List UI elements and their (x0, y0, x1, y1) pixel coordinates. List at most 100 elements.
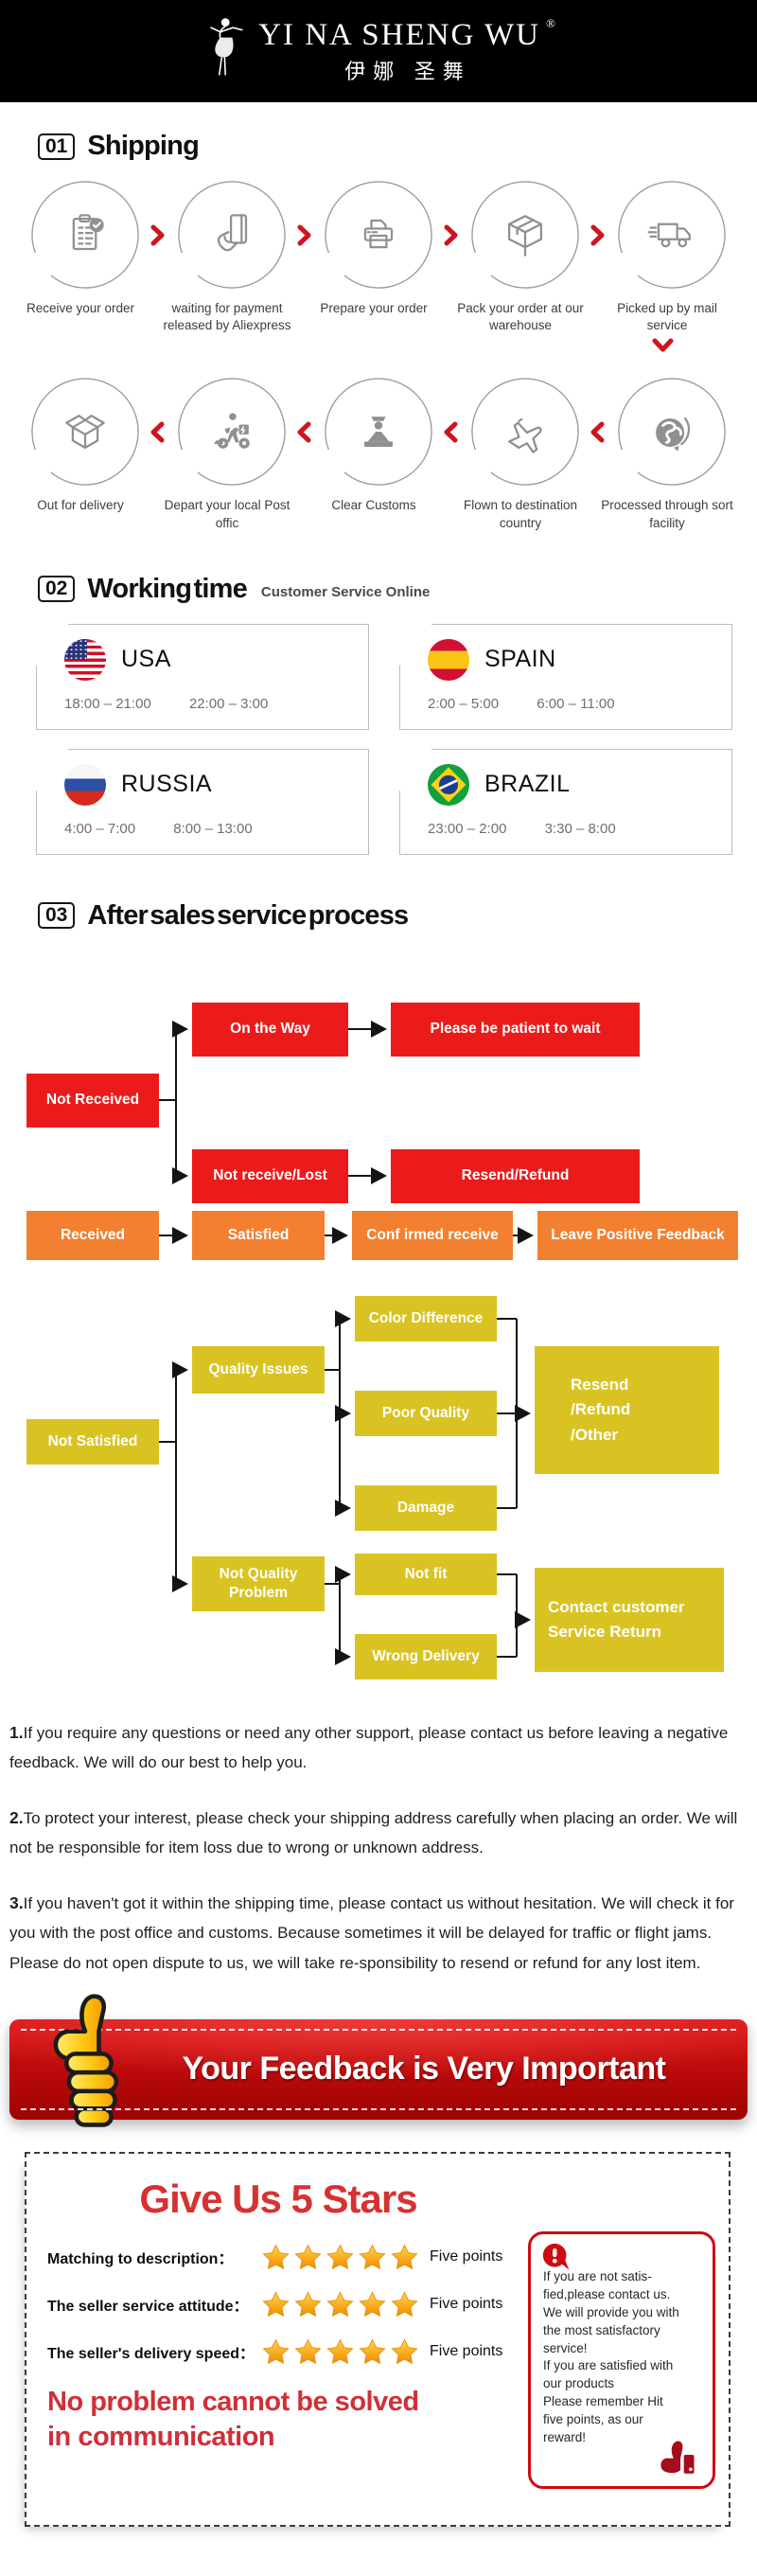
chevron-left-icon (297, 421, 314, 448)
hours-range-1: 4:00 – 7:00 (64, 820, 136, 837)
worktime-card-spain: SPAIN 2:00 – 5:00 6:00 – 11:00 (399, 623, 732, 730)
flow-box-wrong-delivery: Wrong Delivery (355, 1633, 497, 1679)
usa-flag-icon (64, 638, 106, 681)
country-name: SPAIN (484, 646, 556, 673)
section-title: Shipping (87, 131, 199, 161)
worktime-card-brazil: BRAZIL 23:00 – 2:00 3:30 – 8:00 (399, 748, 732, 855)
service-hours: 23:00 – 2:00 3:30 – 8:00 (428, 821, 732, 837)
section-number-badge: 02 (38, 576, 76, 603)
step-label: Receive your order (26, 301, 135, 315)
five-points-label: Five points (430, 2248, 503, 2265)
section-number-badge: 01 (38, 133, 76, 160)
step-label: Processed through sort facility (601, 498, 733, 530)
feedback-banner: Your Feedback is Very Important (9, 1994, 748, 2127)
step-circle (616, 376, 728, 488)
flow-box-on-the-way: On the Way (192, 1002, 348, 1057)
shipping-steps-row-2: Out for delivery (0, 376, 757, 531)
hours-range-1: 18:00 – 21:00 (64, 695, 151, 712)
shipping-step: Out for delivery (23, 376, 148, 514)
shipping-step: Receive your order (23, 179, 148, 317)
shipping-step: Flown to destination country (463, 376, 588, 531)
step-label: Clear Customs (331, 498, 416, 513)
card-payment-icon (217, 214, 248, 252)
rating-row-delivery: The seller's delivery speed： Five points (47, 2337, 509, 2367)
star-icon (358, 2243, 387, 2272)
flow-box-patient: Please be patient to wait (391, 1002, 640, 1057)
after-sales-flowchart: On the Way Please be patient to wait Not… (0, 988, 757, 1691)
package-box-icon (508, 215, 542, 257)
communication-slogan: No problem cannot be solved in communica… (47, 2386, 419, 2453)
flow-box-not-receive-lost: Not receive/Lost (192, 1148, 348, 1203)
note-2: 2.To protect your interest, please check… (9, 1803, 746, 1863)
note-3: 3.If you haven't got it within the shipp… (9, 1888, 746, 1978)
hours-range-2: 3:30 – 8:00 (544, 820, 616, 837)
flow-box-satisfied: Satisfied (192, 1210, 325, 1260)
thumbs-up-dark-icon (660, 2441, 695, 2474)
note-text: If you require any questions or need any… (9, 1723, 729, 1772)
country-name: USA (121, 646, 171, 673)
bottom-spacer (0, 2527, 757, 2546)
chevron-left-icon (150, 421, 167, 448)
star-icon (293, 2290, 323, 2319)
step-circle (176, 376, 288, 488)
shipping-step: Processed through sort facility (601, 376, 734, 531)
rating-row-description: Matching to description： Five points (47, 2243, 509, 2272)
hours-range-1: 2:00 – 5:00 (428, 695, 500, 712)
step-label: Prepare your order (320, 301, 428, 315)
note-number: 1. (9, 1722, 24, 1742)
service-hours: 18:00 – 21:00 22:00 – 3:00 (64, 696, 369, 712)
chevron-right-icon (444, 224, 461, 251)
chevron-left-icon (590, 421, 607, 448)
flow-box-confirmed-receive: Conf irmed receive (352, 1210, 513, 1260)
flow-box-resend-refund: Resend/Refund (391, 1148, 640, 1203)
globe-icon (656, 417, 691, 453)
flow-box-poor-quality: Poor Quality (355, 1390, 497, 1436)
customs-officer-icon (364, 417, 393, 448)
section-subtitle: Customer Service Online (260, 583, 431, 600)
brand-text: YI NA SHENG WU ® 伊娜 圣舞 (258, 15, 557, 85)
printer-icon (363, 219, 394, 249)
star-icon (326, 2290, 355, 2319)
step-label: Depart your local Post offic (164, 498, 290, 530)
worktime-cards: USA 18:00 – 21:00 22:00 – 3:00 SPAIN 2:0… (36, 623, 757, 855)
shipping-step: waiting for payment released by Aliexpre… (163, 179, 294, 334)
flow-box-contact-customer: Contact customer Service Return (535, 1567, 724, 1672)
worktime-card-russia: RUSSIA 4:00 – 7:00 8:00 – 13:00 (36, 748, 369, 855)
step-circle (323, 179, 434, 291)
flow-box-resend-other: Resend /Refund /Other (535, 1345, 719, 1474)
country-name: RUSSIA (121, 771, 213, 798)
flow-box-not-fit: Not fit (355, 1553, 497, 1595)
registered-trademark: ® (545, 15, 557, 30)
delivery-truck-icon (647, 222, 691, 248)
shipping-steps-row-1: Receive your order waiting for payment r… (0, 179, 757, 334)
section-title: Working time (87, 573, 247, 604)
step-circle (323, 376, 434, 488)
star-icon (261, 2337, 290, 2367)
courier-scooter-icon (214, 413, 250, 450)
star-icon (390, 2243, 419, 2272)
shipping-step: Prepare your order (316, 179, 441, 317)
star-icon (390, 2337, 419, 2367)
clipboard-check-icon (72, 214, 104, 251)
working-time-section: 02 Working time Customer Service Online … (0, 574, 757, 855)
shipping-section: 01 Shipping Receive your order (0, 131, 757, 532)
five-points-label: Five points (430, 2343, 503, 2360)
star-icon (261, 2290, 290, 2319)
step-label: Picked up by mail service (617, 301, 717, 333)
step-circle (469, 179, 581, 291)
stars-title: Give Us 5 Stars (139, 2176, 417, 2221)
flow-box-not-received: Not Received (26, 1073, 159, 1128)
section-number-badge: 03 (38, 902, 76, 930)
flow-box-received: Received (26, 1210, 159, 1260)
hours-range-2: 8:00 – 13:00 (173, 820, 253, 837)
hours-range-1: 23:00 – 2:00 (428, 820, 507, 837)
star-icon (326, 2337, 355, 2367)
step-label: Out for delivery (37, 498, 124, 513)
star-icon (358, 2290, 387, 2319)
shipping-step: Clear Customs (316, 376, 441, 514)
flow-box-not-satisfied: Not Satisfied (26, 1418, 159, 1465)
step-label: Pack your order at our warehouse (457, 301, 584, 333)
step-circle (469, 376, 581, 488)
brand-name-chinese: 伊娜 圣舞 (344, 59, 471, 83)
